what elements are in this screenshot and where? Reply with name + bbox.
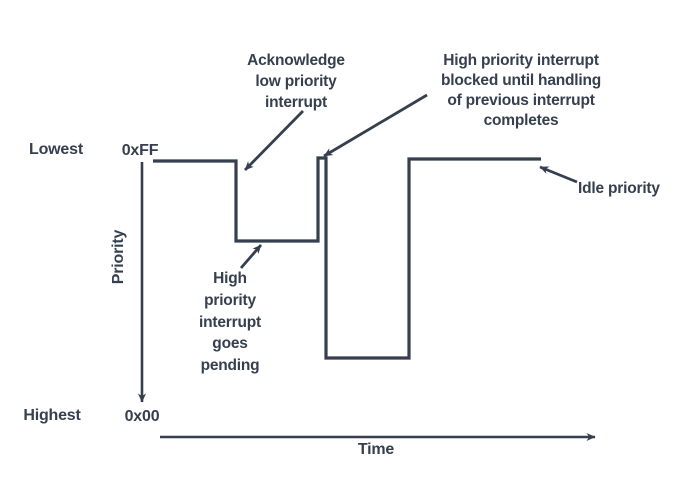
annotation-text-line: interrupt [265,94,327,111]
annotation-text-line: High [213,270,247,287]
annotation-blocked: High priority interrupt blocked until ha… [421,51,621,131]
annotation-text-line: High priority interrupt [443,52,599,69]
priority-waveform [153,156,541,360]
acknowledge-arrow [244,110,304,171]
annotation-text-line: of previous interrupt [447,92,595,109]
annotation-text-line: interrupt [199,313,261,331]
y-axis-title: Priority [110,229,127,285]
y-axis-top-tick-value: 0xFF [121,142,159,159]
idle-priority-arrow [539,165,578,184]
y-axis-lowest-label: Lowest [29,141,83,158]
pending-arrow [239,244,263,269]
blocked-arrow [323,93,428,158]
y-axis-bottom-tick-value: 0x00 [124,408,160,425]
annotation-text-line: pending [200,357,260,375]
annotation-acknowledge: Acknowledge low priority interrupt [234,50,358,113]
y-axis-highest-label: Highest [23,407,81,424]
annotation-text-line: low priority [255,73,337,90]
annotation-text-line: completes [483,112,559,129]
annotation-text-line: goes [212,335,248,353]
annotation-text-line: blocked until handling [440,72,602,89]
annotation-idle-priority: Idle priority [578,180,660,197]
annotation-text-line: Acknowledge [247,52,345,69]
annotation-text-line: priority [204,291,256,309]
x-axis-title: Time [357,441,395,458]
annotation-pending: High priority interrupt goes pending [180,268,280,377]
